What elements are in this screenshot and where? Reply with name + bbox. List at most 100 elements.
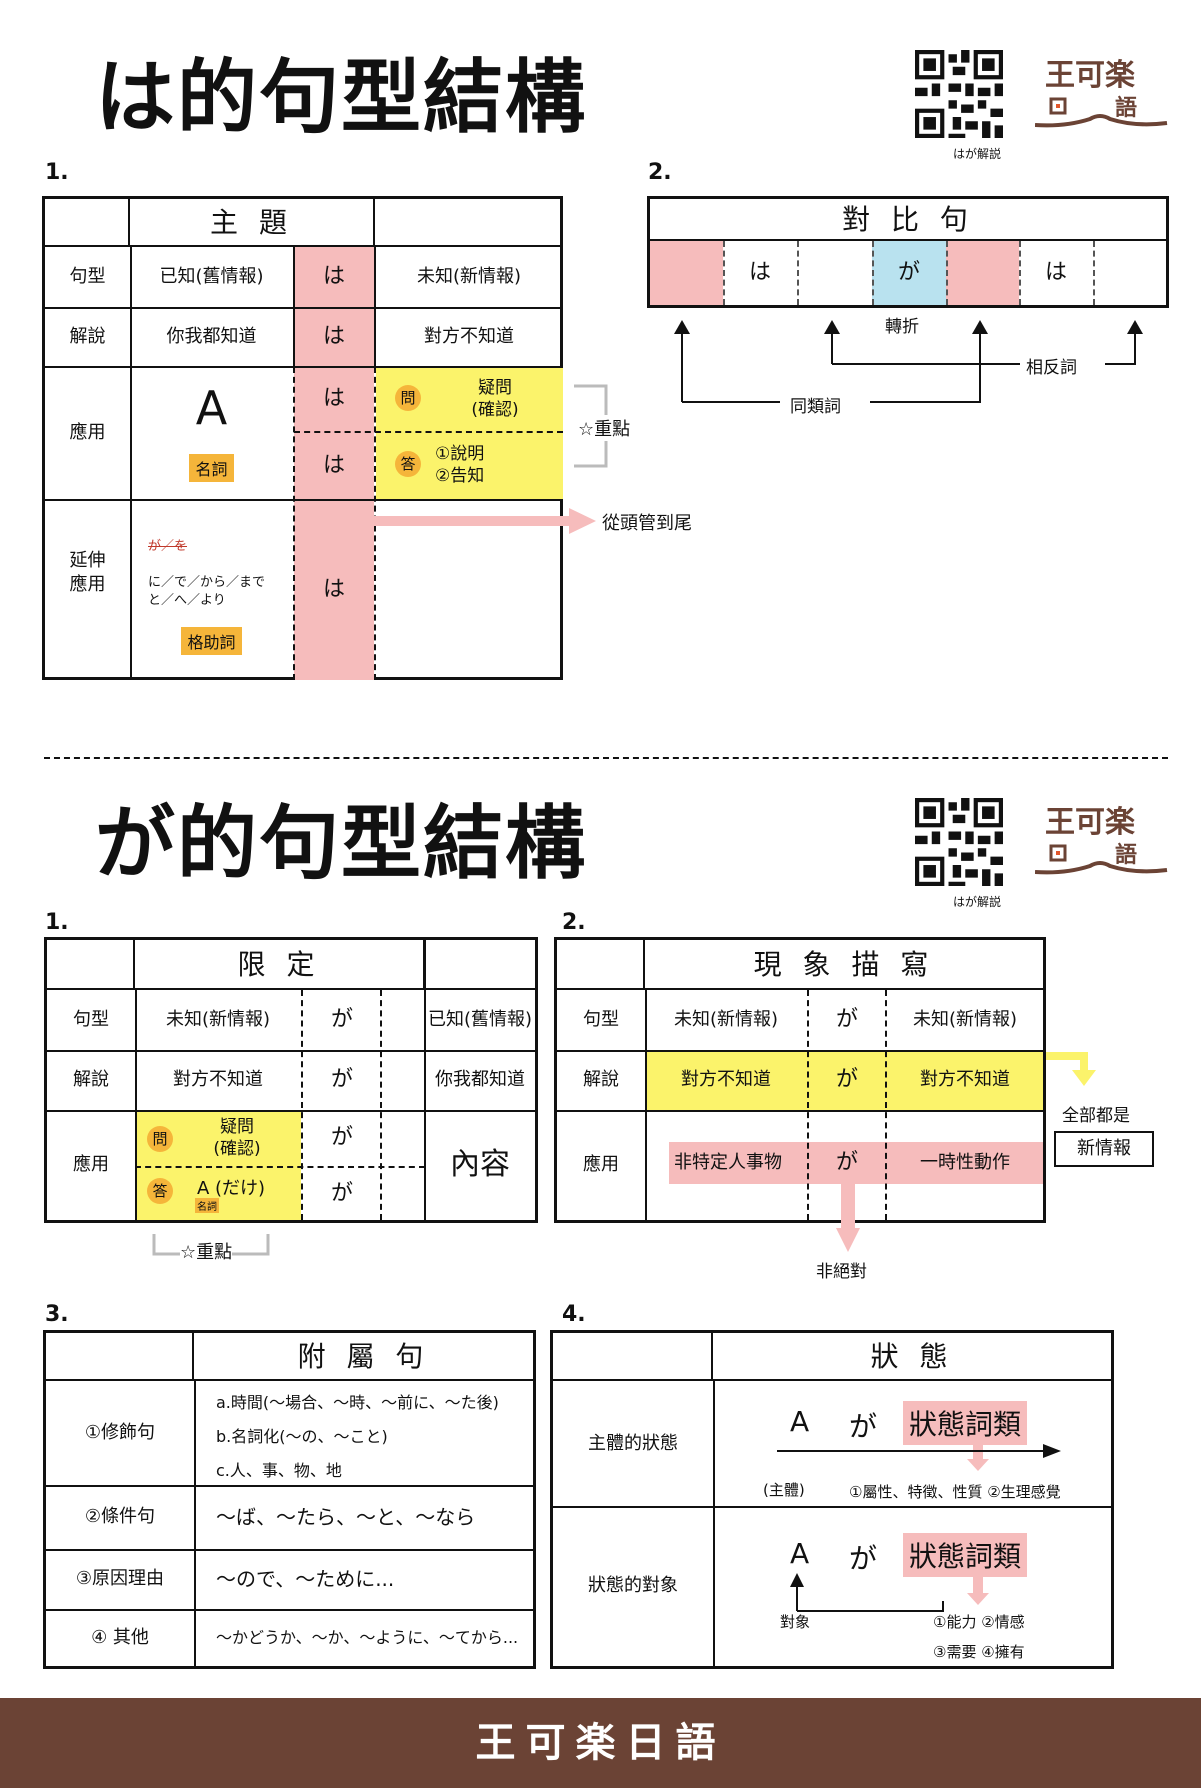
ha-extend-mid: は xyxy=(322,577,345,602)
svg-text:語: 語 xyxy=(1115,842,1137,868)
ga-limit-explain-right: 你我都知道 xyxy=(435,1069,525,1090)
qr-code-icon[interactable] xyxy=(915,50,1003,138)
ga-limit-explain-label: 解說 xyxy=(73,1069,109,1090)
ga-sub-row1-line3: c.人、事、物、地 xyxy=(216,1461,342,1480)
ha-answer-text1: ①說明 xyxy=(435,444,485,464)
ga-phen-pattern-label: 句型 xyxy=(583,1009,619,1030)
ga-state-row2-arrow xyxy=(790,1573,989,1612)
ga-phenomenon-header: 現 象 描 寫 xyxy=(645,940,1043,990)
ha-row-pattern-left: 已知(舊情報) xyxy=(159,266,264,287)
ga-sub-row1-line1: a.時間(〜場合、〜時、〜前に、〜た後) xyxy=(216,1393,499,1412)
ga-phen-explain-label: 解說 xyxy=(583,1069,619,1090)
ga-limit-apply-mid1: が xyxy=(330,1125,353,1150)
ga-pink-arrow-icon xyxy=(836,1182,860,1252)
ga-state-row2-note2: ③需要 ④擁有 xyxy=(933,1643,1025,1661)
ha-topic-header: 主 題 xyxy=(130,199,375,247)
svg-text:王可楽: 王可楽 xyxy=(1045,805,1135,840)
ha-apply-mid1: は xyxy=(322,386,345,411)
ga-limit-header: 限 定 xyxy=(135,940,425,990)
ga-limit-explain-mid: が xyxy=(330,1067,353,1092)
ha-row-explain-mid: は xyxy=(322,324,345,349)
ga-limit-pattern-mid: が xyxy=(330,1007,353,1032)
logo-icon-2: 王可楽 語 xyxy=(1035,805,1168,875)
ga-sub-row3-line1: 〜ので、〜ために... xyxy=(216,1567,395,1591)
ga-phen-explain-mid: が xyxy=(835,1067,858,1092)
ga-answer-badge: 答 xyxy=(147,1178,173,1204)
logo-icon: 王可楽 語 xyxy=(1035,58,1168,128)
ga-state-row2-a: A xyxy=(790,1537,810,1570)
ha-contrast-opposite: 相反詞 xyxy=(1026,358,1077,378)
ga-question-badge: 問 xyxy=(147,1126,173,1152)
ha-sec2-number: 2. xyxy=(648,160,672,185)
ga-state-row2-object: 對象 xyxy=(780,1613,811,1631)
ga-state-row2-ga: が xyxy=(849,1542,878,1575)
ha-row-explain-left: 你我都知道 xyxy=(166,326,257,347)
ga-state-header: 狀 態 xyxy=(713,1333,1111,1381)
ga-phen-explain-right: 對方不知道 xyxy=(920,1069,1010,1090)
qr-code-icon-2[interactable] xyxy=(915,798,1003,886)
ga-state-row1-label: 主體的狀態 xyxy=(588,1433,678,1454)
ga-state-row1-subject: (主體) xyxy=(763,1481,805,1499)
ha-contrast-cell-ga: が xyxy=(897,260,920,285)
ha-arrow-icon xyxy=(371,508,596,534)
ha-contrast-box: 對 比 句 は が は xyxy=(647,196,1169,308)
ga-sub-row4-label: ④ 其他 xyxy=(91,1627,149,1648)
ga-state-row2-note1: ①能力 ②情感 xyxy=(933,1613,1025,1631)
svg-text:王可楽: 王可楽 xyxy=(1045,58,1135,93)
footer-brand: 王可楽日語 xyxy=(0,1698,1201,1788)
ga-phen-apply-mid: が xyxy=(835,1150,858,1175)
ga-phen-pattern-right: 未知(新情報) xyxy=(912,1009,1018,1030)
ha-apply-mid2: は xyxy=(322,453,345,478)
ha-key-point: ☆重點 xyxy=(578,415,631,441)
ha-row-pattern-mid: は xyxy=(322,264,345,289)
ha-contrast-cell-ha1: は xyxy=(748,260,771,285)
ha-mid-column xyxy=(294,247,374,680)
ga-sub-row2-line1: 〜ば、〜たら、〜と、〜なら xyxy=(216,1505,476,1529)
ha-contrast-header: 對 比 句 xyxy=(650,199,1166,241)
qr-label: はが解説 xyxy=(953,147,1002,161)
ha-question-badge: 問 xyxy=(395,385,421,411)
ga-phen-apply-label: 應用 xyxy=(583,1154,619,1175)
ga-new-info: 新情報 xyxy=(1054,1131,1154,1167)
ga-state-table: 狀 態 主體的狀態 A が 狀態詞類 (主體) ①屬性、特徵、性質 ②生理感覺 … xyxy=(550,1330,1114,1669)
ha-extend-strike: が／を xyxy=(148,539,188,554)
ha-extend-particles1: に／で／から／まで xyxy=(148,575,266,590)
ga-question-text1: 疑問 xyxy=(220,1117,254,1137)
ga-subordinate-table: 附 屬 句 ①修飾句 a.時間(〜場合、〜時、〜前に、〜た後) b.名詞化(〜の… xyxy=(43,1330,536,1669)
ha-question-text2: (確認) xyxy=(471,400,519,420)
ga-limit-apply-label: 應用 xyxy=(73,1154,109,1175)
ha-extend-label1: 延伸 xyxy=(69,550,106,571)
ga-sub-row3-label: ③原因理由 xyxy=(75,1568,165,1589)
ga-state-row1-arrow xyxy=(777,1439,1061,1471)
ha-row-explain-label: 解說 xyxy=(69,326,106,347)
ga-state-row1-a: A xyxy=(790,1405,810,1438)
ga-sec1-number: 1. xyxy=(45,910,69,935)
ha-contrast-arrows xyxy=(674,320,1143,403)
ga-sub-row1-line2: b.名詞化(〜の、〜こと) xyxy=(216,1427,388,1446)
svg-text:語: 語 xyxy=(1115,95,1137,121)
ga-answer-text: A (だけ) xyxy=(197,1178,266,1199)
ha-contrast-cell-ha2: は xyxy=(1044,260,1067,285)
ha-apply-noun: 名詞 xyxy=(189,454,234,482)
ga-limit-pattern-left: 未知(新情報) xyxy=(165,1009,271,1030)
ga-sub-row4-line1: 〜かどうか、〜か、〜ように、〜てから... xyxy=(216,1628,519,1647)
ga-limit-table: 限 定 句型 未知(新情報) が 已知(舊情報) 解說 對方不知道 が 你我都知… xyxy=(44,937,538,1223)
ga-limit-apply-right: 內容 xyxy=(450,1147,510,1182)
ga-sub-row2-label: ②條件句 xyxy=(84,1506,156,1527)
ga-state-row2-label: 狀態的對象 xyxy=(588,1575,678,1596)
ga-state-row1-note: ①屬性、特徵、性質 ②生理感覺 xyxy=(849,1483,1061,1501)
ga-sub-row1-label: ①修飾句 xyxy=(84,1422,156,1443)
ga-phen-apply-right: 一時性動作 xyxy=(920,1152,1010,1173)
ga-question-text2: (確認) xyxy=(213,1139,261,1159)
ha-extend-label2: 應用 xyxy=(69,574,106,595)
ha-answer-badge: 答 xyxy=(395,451,421,477)
ga-subordinate-header: 附 屬 句 xyxy=(194,1333,533,1381)
ga-phen-explain-left: 對方不知道 xyxy=(681,1069,771,1090)
ga-not-absolute: 非絕對 xyxy=(816,1262,867,1282)
ha-contrast-turn: 轉折 xyxy=(885,317,919,337)
ga-sec4-number: 4. xyxy=(562,1302,586,1327)
ha-row-apply-label: 應用 xyxy=(69,422,106,443)
ga-phenomenon-table: 現 象 描 寫 句型 未知(新情報) が 未知(新情報) 解說 對方不知道 が … xyxy=(554,937,1046,1223)
ga-state-row2-word: 狀態詞類 xyxy=(903,1533,1028,1577)
ga-limit-explain-left: 對方不知道 xyxy=(173,1069,263,1090)
